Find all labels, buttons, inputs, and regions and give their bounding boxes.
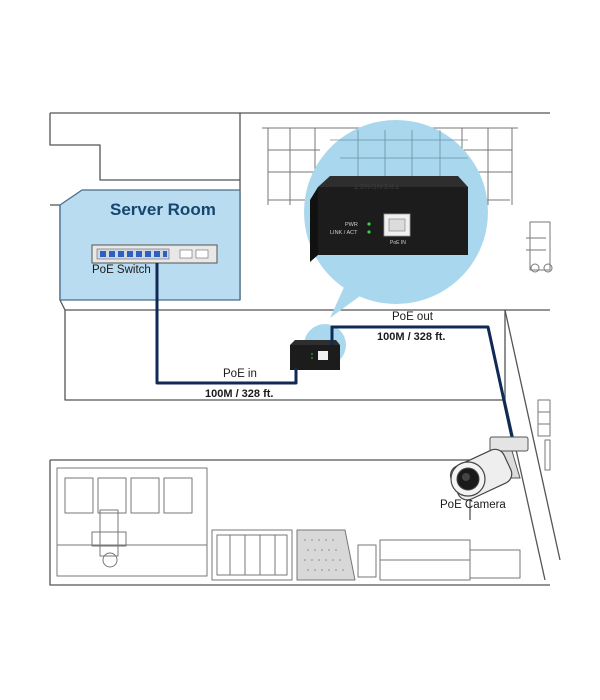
- led-pwr-label: PWR: [345, 222, 358, 228]
- poe-switch-label: PoE Switch: [92, 264, 151, 276]
- poe-switch-icon: [92, 245, 217, 263]
- poe-in-speed-label: 100M / 328 ft.: [205, 388, 273, 400]
- warehouse-shelf-icon: [57, 468, 520, 580]
- poe-in-label: PoE in: [223, 368, 257, 380]
- led-link-label: LINK / ACT: [330, 230, 358, 236]
- server-room-title: Server Room: [110, 200, 216, 220]
- ip-camera-icon: [447, 437, 528, 503]
- poe-camera-label: PoE Camera: [440, 499, 506, 511]
- device-brand-label: TRENDNET: [353, 182, 399, 189]
- port-label: PoE IN: [390, 240, 406, 246]
- warehouse-shelf-icon: [538, 400, 550, 470]
- forklift-icon: [526, 222, 552, 272]
- poe-out-label: PoE out: [392, 311, 433, 323]
- poe-out-speed-label: 100M / 328 ft.: [377, 331, 445, 343]
